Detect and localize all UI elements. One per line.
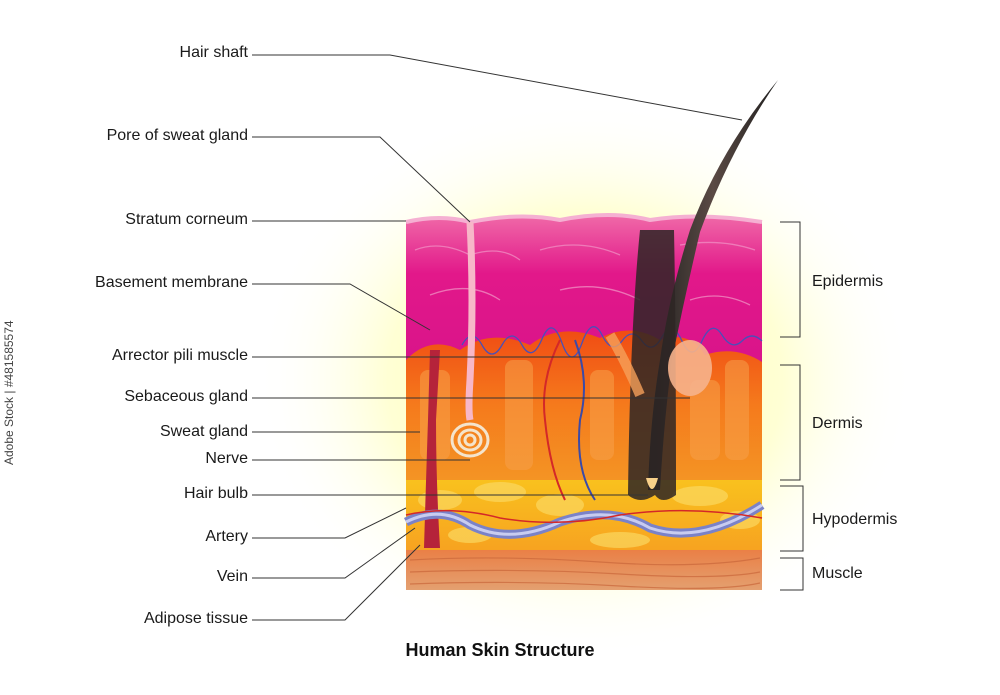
label-vein: Vein	[216, 568, 248, 585]
label-hair-bulb: Hair bulb	[183, 485, 248, 502]
hair-bulb	[646, 478, 658, 489]
diagram-title: Human Skin Structure	[405, 640, 595, 660]
label-sebaceous-gland: Sebaceous gland	[124, 388, 248, 405]
sweat-duct	[465, 221, 476, 421]
artery-vessel	[543, 339, 566, 501]
sebaceous-gland	[668, 340, 712, 396]
label-pore-of-sweat-gland: Pore of sweat gland	[106, 127, 248, 144]
hair-follicle	[628, 230, 676, 500]
vessel-trunk	[424, 350, 440, 548]
muscle-fibers	[409, 557, 761, 589]
label-muscle: Muscle	[812, 565, 863, 582]
stock-credit: Adobe Stock | #481585574	[2, 320, 16, 465]
sweat-gland-coil	[450, 422, 490, 458]
label-epidermis: Epidermis	[812, 273, 884, 290]
layer-brackets	[780, 221, 804, 591]
label-dermis: Dermis	[812, 415, 863, 432]
label-sweat-gland: Sweat gland	[159, 423, 248, 440]
arrector-pili-muscle	[605, 332, 645, 397]
label-arrector-pili-muscle: Arrector pili muscle	[111, 347, 248, 364]
label-basement-membrane: Basement membrane	[95, 274, 248, 291]
label-adipose-tissue: Adipose tissue	[143, 610, 248, 627]
label-stratum-corneum: Stratum corneum	[125, 211, 248, 228]
artery-horizontal	[405, 509, 763, 524]
label-artery: Artery	[205, 528, 248, 545]
label-hair-shaft: Hair shaft	[179, 44, 248, 61]
vein-vessel	[574, 339, 596, 501]
stratum-corneum-top	[405, 213, 763, 225]
label-nerve: Nerve	[205, 450, 248, 467]
leader-lines	[252, 54, 743, 621]
vein-highlight	[405, 503, 763, 536]
label-hypodermis: Hypodermis	[812, 511, 898, 528]
